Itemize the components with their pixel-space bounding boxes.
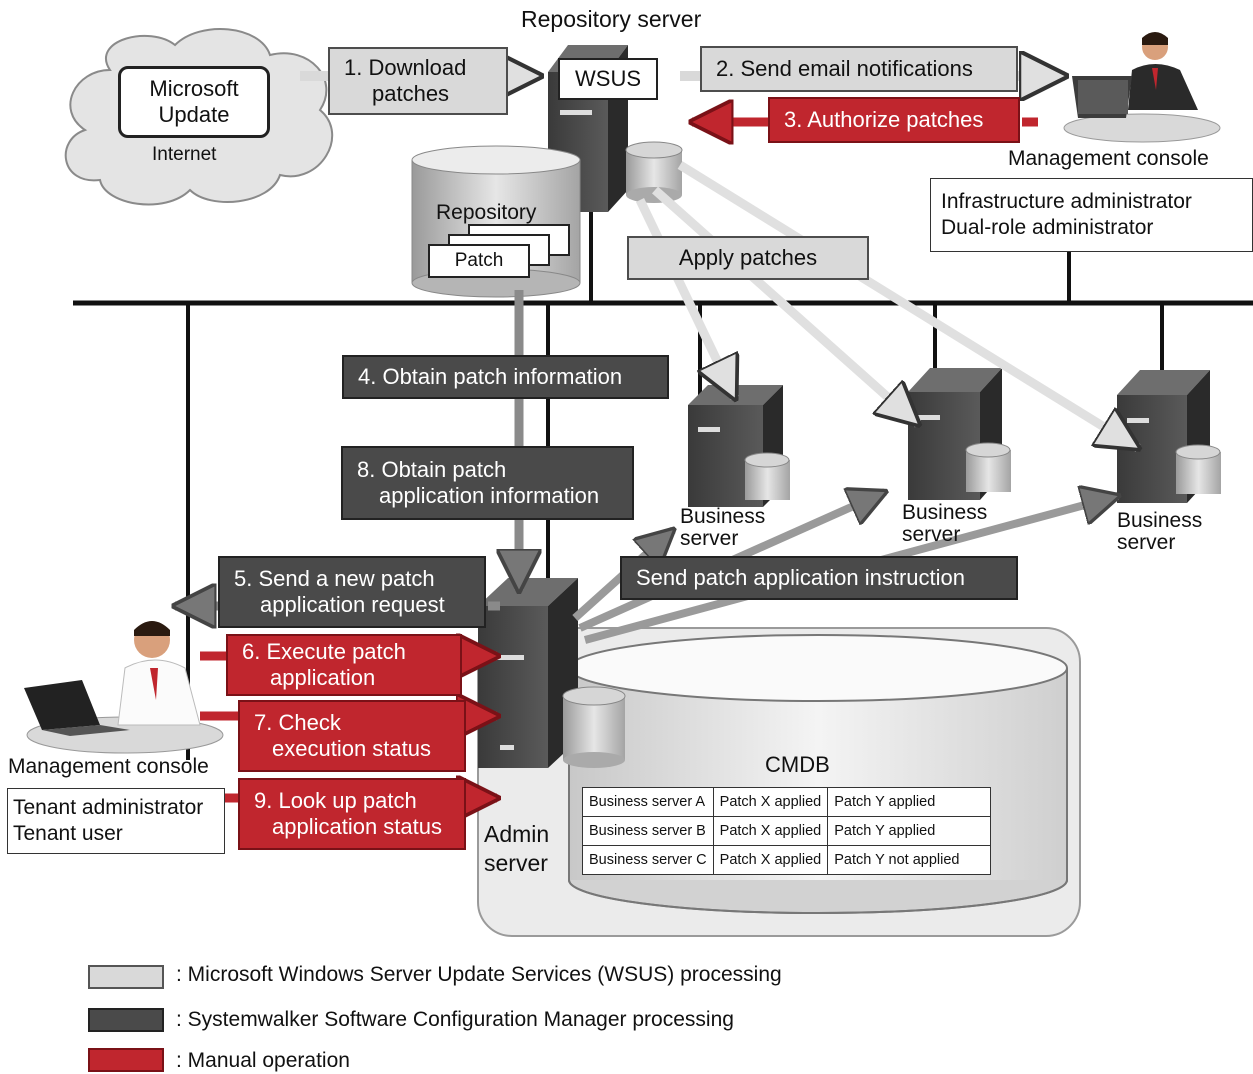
step-1-download-patches: 1. Download patches [328,47,508,115]
step-8-line-2: application information [379,483,600,508]
table-row: Business server A Patch X applied Patch … [582,787,992,817]
step-5-line-2: application request [260,592,445,617]
admin-person-top-icon [1063,32,1221,143]
step-8-obtain-patch-application-information: 8. Obtain patch application information [341,446,634,520]
step-3-line-1: 3. Authorize patches [784,107,984,132]
legend-swatch-wsus [88,965,164,989]
cmdb-cell: Patch X applied [712,816,829,846]
step-4-line-1: 4. Obtain patch information [358,364,623,389]
legend-swatch-swcm [88,1008,164,1032]
cmdb-cell: Patch Y not applied [827,845,992,875]
table-row: Business server C Patch X applied Patch … [582,845,992,875]
step-9-line-1: 9. Look up patch [254,788,417,813]
legend-text-swcm: : Systemwalker Software Configuration Ma… [176,1008,734,1031]
business-server-2-line-1: Business [902,501,988,524]
step-4-obtain-patch-information: 4. Obtain patch information [342,355,669,399]
business-server-3-icon [1117,370,1221,503]
cmdb-cell: Business server C [582,845,714,875]
role-infrastructure-administrator: Infrastructure administrator [941,190,1192,213]
wsus-label: WSUS [575,66,641,91]
microsoft-update-line-2: Update [158,102,230,127]
business-server-2-label: Business server [902,502,987,546]
apply-patches-line-1: Apply patches [678,245,818,270]
step-9-look-up-patch-application-status: 9. Look up patch application status [238,778,466,850]
manual-arrows [200,122,1038,798]
role-dual-role-administrator: Dual-role administrator [941,216,1154,239]
patch-document: Patch [428,244,530,278]
step-5-line-1: 5. Send a new patch [234,566,435,591]
legend-swatch-manual [88,1048,164,1072]
step-3-authorize-patches: 3. Authorize patches [768,97,1020,143]
cmdb-cell: Patch X applied [712,787,829,817]
wsus-arrows [300,76,1138,448]
admin-server-line-1: Admin [484,821,550,847]
cmdb-table: Business server A Patch X applied Patch … [582,787,992,875]
cmdb-title: CMDB [765,752,830,777]
repository-label: Repository [436,201,537,224]
step-5-send-new-patch-request: 5. Send a new patch application request [218,556,486,628]
role-tenant-user: Tenant user [13,822,123,845]
step-8-line-1: 8. Obtain patch [357,457,507,482]
step-6-line-2: application [270,665,376,690]
admin-person-bottom-icon [24,621,224,754]
admin-server-line-2: server [484,850,548,876]
cmdb-cell: Business server A [582,787,714,817]
role-tenant-administrator: Tenant administrator [13,796,204,819]
send-instruction-line-1: Send patch application instruction [636,565,965,590]
step-7-check-execution-status: 7. Check execution status [238,700,466,772]
business-server-1-line-1: Business [680,505,766,528]
management-console-bottom-label: Management console [8,755,209,778]
cmdb-cell: Patch Y applied [827,816,992,846]
management-console-top-roles: Infrastructure administrator Dual-role a… [930,178,1253,252]
business-server-3-label: Business server [1117,510,1202,554]
step-7-line-2: execution status [272,736,431,761]
business-server-2-line-2: server [902,523,961,546]
management-console-bottom-roles: Tenant administrator Tenant user [7,788,225,854]
legend-text-manual: : Manual operation [176,1049,350,1072]
legend-text-wsus: : Microsoft Windows Server Update Servic… [176,963,782,986]
send-patch-application-instruction: Send patch application instruction [620,556,1018,600]
business-server-2-icon [908,368,1011,500]
step-6-execute-patch-application: 6. Execute patch application [226,634,462,696]
cmdb-cell: Patch Y applied [827,787,992,817]
business-server-1-icon [688,385,790,507]
admin-server-label: Admin server [484,820,549,878]
step-2-send-email: 2. Send email notifications [700,46,1018,92]
apply-patches-label: Apply patches [627,236,869,280]
admin-server-icon [478,578,626,768]
step-2-line-1: 2. Send email notifications [716,56,973,81]
step-1-line-2: patches [372,81,450,106]
step-1-line-1: 1. Download [344,55,467,80]
microsoft-update-box: Microsoft Update [118,66,270,138]
microsoft-update-line-1: Microsoft [149,76,239,101]
wsus-label-box: WSUS [558,58,658,100]
cmdb-cell: Business server B [582,816,714,846]
table-row: Business server B Patch X applied Patch … [582,816,992,846]
patch-label: Patch [454,250,504,271]
business-server-1-label: Business server [680,506,765,550]
cmdb-cell: Patch X applied [712,845,829,875]
internet-label: Internet [152,144,217,165]
step-9-line-2: application status [272,814,442,839]
step-6-line-1: 6. Execute patch [242,639,406,664]
step-7-line-1: 7. Check [254,710,341,735]
management-console-top-label: Management console [1008,147,1209,170]
business-server-1-line-2: server [680,527,739,550]
business-server-3-line-2: server [1117,531,1176,554]
repository-server-title: Repository server [521,6,702,32]
business-server-3-line-1: Business [1117,509,1203,532]
